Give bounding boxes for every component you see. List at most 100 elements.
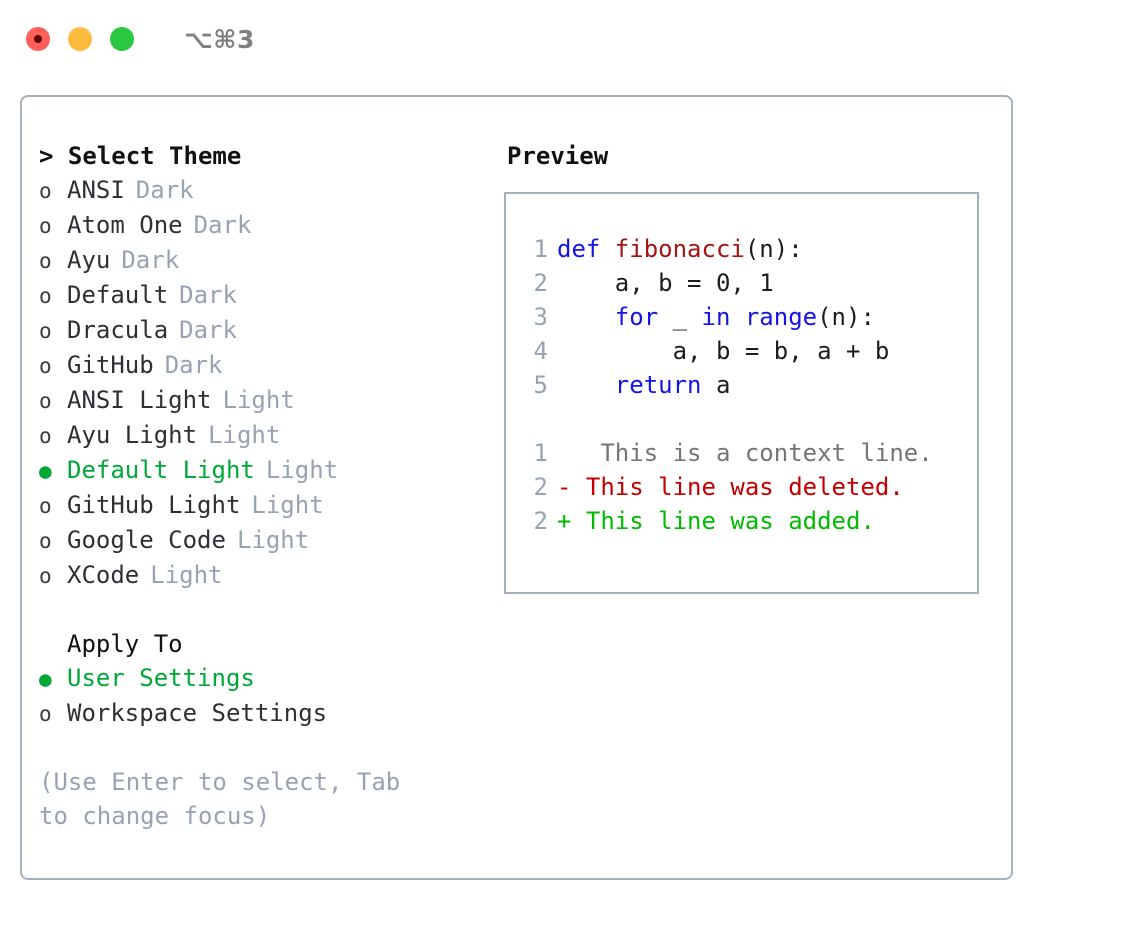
theme-list-item[interactable]: o GitHub Light Light <box>39 488 504 523</box>
maximize-button[interactable] <box>110 27 134 51</box>
radio-selected-icon[interactable]: ● <box>39 459 52 483</box>
close-button[interactable] <box>26 27 50 51</box>
diff-line: 1 This is a context line. <box>520 436 977 470</box>
code-line: 5 return a <box>520 368 977 402</box>
code-token: range <box>744 303 818 331</box>
theme-variant-tag: Dark <box>164 351 223 379</box>
keyboard-shortcut-label: ⌥⌘3 <box>184 24 255 54</box>
theme-variant-tag: Dark <box>179 281 237 309</box>
theme-name: Default Light <box>67 456 255 484</box>
theme-variant-tag: Light <box>251 491 324 519</box>
line-number: 5 <box>533 371 548 399</box>
theme-variant-tag: Dark <box>121 246 180 274</box>
theme-variant-tag: Light <box>208 421 281 449</box>
theme-list-item[interactable]: o ANSI Dark <box>39 173 504 208</box>
theme-list-item[interactable]: o Ayu Light Light <box>39 418 504 453</box>
theme-variant-tag: Light <box>222 386 295 414</box>
window-controls <box>26 27 134 51</box>
code-token: a, b = b, a + b <box>557 337 890 365</box>
radio-unselected-icon[interactable]: o <box>39 389 52 413</box>
code-text: def fibonacci(n): <box>557 232 803 266</box>
radio-unselected-icon[interactable]: o <box>39 214 52 238</box>
code-text: return a <box>557 368 731 402</box>
theme-list-item[interactable]: o Dracula Dark <box>39 313 504 348</box>
theme-name: Ayu Light <box>67 421 198 449</box>
theme-list-item[interactable]: o GitHub Dark <box>39 348 504 383</box>
radio-unselected-icon[interactable]: o <box>39 319 52 343</box>
theme-name: GitHub Light <box>67 491 241 519</box>
radio-unselected-icon[interactable]: o <box>39 564 52 588</box>
code-line: 3 for _ in range(n): <box>520 300 977 334</box>
radio-unselected-icon[interactable]: o <box>39 284 52 308</box>
line-number: 4 <box>533 337 548 365</box>
code-token: a <box>715 371 731 399</box>
theme-list-item[interactable]: o Atom One Dark <box>39 208 504 243</box>
diff-text: This line was added. <box>571 507 875 535</box>
code-line: 2 a, b = 0, 1 <box>520 266 977 300</box>
diff-sample: 1 This is a context line.2- This line wa… <box>520 436 977 538</box>
code-line: 4 a, b = b, a + b <box>520 334 977 368</box>
code-token: (n): <box>817 303 875 331</box>
radio-unselected-icon[interactable]: o <box>39 249 52 273</box>
code-token: (n): <box>744 235 803 263</box>
theme-variant-tag: Light <box>236 526 310 554</box>
theme-list-item[interactable]: o XCode Light <box>39 558 504 593</box>
theme-variant-tag: Light <box>150 561 223 589</box>
code-token: a, b = 0, 1 <box>557 269 774 297</box>
radio-unselected-icon[interactable]: o <box>39 529 52 553</box>
theme-name: XCode <box>67 561 140 589</box>
theme-list-item[interactable]: o Default Dark <box>39 278 504 313</box>
line-number: 2 <box>533 507 548 535</box>
code-token: def <box>557 235 615 263</box>
code-token: return <box>614 371 716 399</box>
apply-to-item[interactable]: ● User Settings <box>39 661 504 696</box>
diff-marker <box>557 436 571 470</box>
code-token <box>557 371 615 399</box>
apply-to-label: User Settings <box>67 664 255 692</box>
radio-selected-icon[interactable]: ● <box>39 667 52 691</box>
apply-to-label: Workspace Settings <box>67 699 328 727</box>
code-line: 1 def fibonacci(n): <box>520 232 977 266</box>
code-text: a, b = 0, 1 <box>557 266 774 300</box>
line-number: 3 <box>533 303 548 331</box>
theme-name: Atom One <box>67 211 183 239</box>
theme-name: Default <box>67 281 169 309</box>
apply-to-item[interactable]: o Workspace Settings <box>39 696 504 731</box>
preview-gap <box>520 402 977 436</box>
theme-name: Dracula <box>67 316 169 344</box>
theme-name: Google Code <box>67 526 226 554</box>
theme-variant-tag: Light <box>265 456 339 484</box>
theme-list-item[interactable]: ● Default Light Light <box>39 453 504 488</box>
radio-unselected-icon[interactable]: o <box>39 179 52 203</box>
minimize-button[interactable] <box>68 27 92 51</box>
theme-name: ANSI <box>67 176 125 204</box>
code-token: fibonacci <box>614 235 745 263</box>
diff-line: 2 + This line was added. <box>520 504 977 538</box>
theme-variant-tag: Dark <box>179 316 237 344</box>
radio-unselected-icon[interactable]: o <box>39 424 52 448</box>
theme-name: GitHub <box>67 351 154 379</box>
diff-line: 2- This line was deleted. <box>520 470 977 504</box>
theme-list-item[interactable]: o Google Code Light <box>39 523 504 558</box>
radio-unselected-icon[interactable]: o <box>39 702 52 726</box>
keyboard-hint-text: (Use Enter to select, Tab to change focu… <box>39 768 415 830</box>
code-text: for _ in range(n): <box>557 300 875 334</box>
apply-to-list[interactable]: ● User Settings o Workspace Settings <box>39 661 504 731</box>
select-theme-header: > Select Theme <box>39 142 242 170</box>
diff-marker: - <box>557 473 572 501</box>
theme-variant-tag: Dark <box>135 176 194 204</box>
radio-unselected-icon[interactable]: o <box>39 354 52 378</box>
line-number: 1 <box>533 235 548 263</box>
radio-unselected-icon[interactable]: o <box>39 494 52 518</box>
code-token: _ <box>672 303 702 331</box>
line-number: 2 <box>533 269 548 297</box>
diff-marker: + <box>557 507 572 535</box>
theme-variant-tag: Dark <box>193 211 252 239</box>
